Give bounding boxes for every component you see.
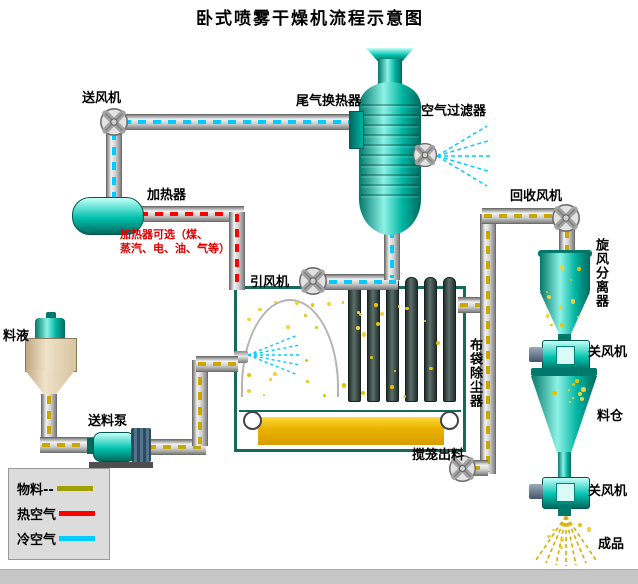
bag-filter-bar — [367, 277, 380, 402]
feed-liquid-label: 料液 — [3, 329, 30, 344]
silo-label: 料仓 — [597, 409, 624, 424]
heater-note-line2: 蒸汽、电、油、气等） — [120, 242, 230, 255]
drying-chamber — [234, 277, 466, 452]
pipe-feed-riser — [192, 360, 208, 446]
nozzle-spray-icon — [248, 334, 301, 376]
pump-flange — [87, 438, 95, 454]
legend-material-bar — [56, 486, 93, 491]
feed-pump-body — [93, 432, 135, 462]
rotary-valve-upper-label: 关风机 — [588, 345, 628, 360]
heater-vessel — [72, 197, 144, 235]
rotary-valve-lower-window — [556, 483, 575, 502]
legend-row-hot-air: 热空气 — [17, 504, 96, 523]
legend-cold-air-label: 冷空气 — [17, 533, 57, 548]
bottom-bar — [0, 569, 638, 584]
feed-tank-funnel — [25, 370, 75, 394]
cyclone-cone — [540, 292, 590, 336]
feed-tank-body — [25, 338, 77, 372]
feed-pump-base — [89, 462, 153, 468]
exchanger-ribs — [361, 104, 419, 201]
auger-discharge-label: 搅笼出料 — [412, 448, 465, 463]
cyclone-body — [540, 253, 590, 293]
powder-layer — [258, 417, 444, 445]
air-intake-spray-icon — [437, 125, 493, 187]
silo-outlet-tube — [558, 452, 571, 478]
pipe-chamber-to-riser — [458, 297, 484, 313]
exhaust-heat-exchanger-label: 尾气换热器 — [296, 94, 362, 109]
exhaust-heat-exchanger-vessel — [359, 82, 421, 235]
bag-filter-bar — [443, 277, 456, 402]
recovery-fan-label: 回收风机 — [510, 189, 563, 204]
pipe-feed-tank-down — [41, 394, 57, 444]
pipe-supply-fan-down — [106, 130, 122, 202]
legend-hot-air-bar — [59, 511, 96, 516]
pipe-pump-outlet — [146, 439, 206, 455]
auger-fan-icon — [448, 454, 477, 483]
rotary-valve-upper-motor — [529, 347, 543, 362]
supply-fan-label: 送风机 — [82, 91, 122, 106]
bag-filter-label: 布袋除尘器 — [466, 338, 482, 408]
induced-fan-label: 引风机 — [250, 275, 290, 290]
exchanger-top-flare — [366, 48, 414, 61]
cyclone-outlet-tube — [558, 334, 571, 342]
product-outlet-stub — [558, 507, 571, 516]
pipe-hot-air-into-chamber — [229, 212, 245, 290]
pipe-exhaust-horizontal — [312, 274, 398, 290]
pipe-supply-to-exchanger — [121, 114, 353, 130]
conveyor-line — [239, 410, 461, 412]
legend-hot-air-label: 热空气 — [17, 508, 57, 523]
induced-fan-icon — [298, 266, 328, 296]
air-filter-label: 空气过滤器 — [421, 104, 487, 119]
recovery-fan-icon — [551, 203, 581, 233]
exchanger-left-port — [349, 111, 364, 149]
rotary-valve-lower-body — [542, 477, 590, 509]
legend-material-label: 物料-- — [17, 483, 54, 498]
heater-label: 加热器 — [147, 188, 187, 203]
feed-tank-shaft — [46, 312, 56, 320]
pipe-right-riser — [480, 214, 496, 474]
pipe-exchanger-down — [384, 228, 400, 280]
page-title: 卧式喷雾干燥机流程示意图 — [196, 9, 424, 29]
pipe-heater-outlet — [138, 206, 244, 222]
cyclone-separator-label: 旋风分离器 — [592, 238, 608, 308]
rotary-valve-lower-motor — [529, 484, 543, 499]
legend-cold-air-bar — [59, 536, 96, 541]
air-filter-fan-icon — [412, 142, 438, 168]
legend-row-cold-air: 冷空气 — [17, 529, 96, 548]
feed-pump-motor — [131, 428, 151, 462]
feed-tank-lid — [35, 318, 65, 340]
pipe-feed-to-nozzle — [196, 356, 238, 372]
supply-fan-icon — [99, 107, 129, 137]
silo-rim — [531, 368, 597, 376]
bag-filter-bar — [405, 277, 418, 402]
legend-box: 物料-- 热空气 冷空气 — [8, 468, 110, 560]
bag-filter-bar — [348, 277, 361, 402]
rotary-valve-lower-label: 关风机 — [588, 484, 628, 499]
feed-pump-label: 送料泵 — [88, 414, 128, 429]
heater-note-line1: 加热器可选（煤、 — [120, 228, 208, 241]
product-spray-icon — [535, 516, 597, 566]
exchanger-neck — [378, 59, 402, 85]
pipe-tank-to-pump — [40, 437, 102, 453]
bag-filter-bar — [386, 277, 399, 402]
finished-product-label: 成品 — [598, 537, 625, 552]
legend-row-material: 物料-- — [17, 479, 93, 498]
bag-filter-bar — [424, 277, 437, 402]
conveyor-roller-right — [440, 411, 459, 430]
silo-cone — [531, 376, 597, 456]
pipe-riser-to-recovery-fan — [482, 208, 556, 224]
conveyor-roller-left — [243, 411, 262, 430]
rotary-valve-upper-window — [556, 346, 575, 365]
